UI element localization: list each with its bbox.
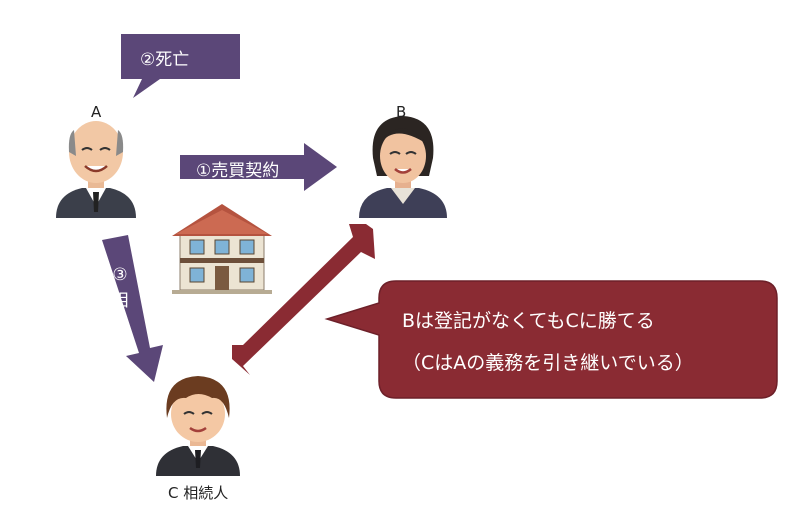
note-line-1: Bは登記がなくてもCに勝てる — [402, 310, 655, 332]
person-b-label: B — [396, 103, 407, 121]
death-bubble — [121, 34, 240, 98]
contract-arrow-label: ①売買契約 — [196, 161, 280, 181]
contract-arrow — [180, 143, 337, 191]
inherit-char-3: 続 — [111, 317, 129, 337]
person-c-label: C 相続人 — [168, 484, 229, 502]
inherit-arrow-label: ③ 相 続 — [108, 262, 132, 340]
house-icon — [172, 204, 272, 294]
relation-arrow — [232, 224, 375, 375]
inherit-arrow — [102, 235, 163, 382]
death-bubble-shape — [121, 34, 240, 98]
person-a-avatar — [56, 121, 136, 218]
inherit-char-1: ③ — [112, 265, 128, 285]
person-b-avatar — [359, 116, 447, 218]
inherit-char-2: 相 — [111, 291, 129, 311]
person-a-label: A — [91, 103, 102, 121]
person-c-avatar — [156, 376, 240, 476]
note-callout — [324, 280, 778, 399]
death-bubble-label: ②死亡 — [140, 50, 190, 70]
note-line-2: （CはAの義務を引き継いでいる） — [402, 352, 694, 374]
